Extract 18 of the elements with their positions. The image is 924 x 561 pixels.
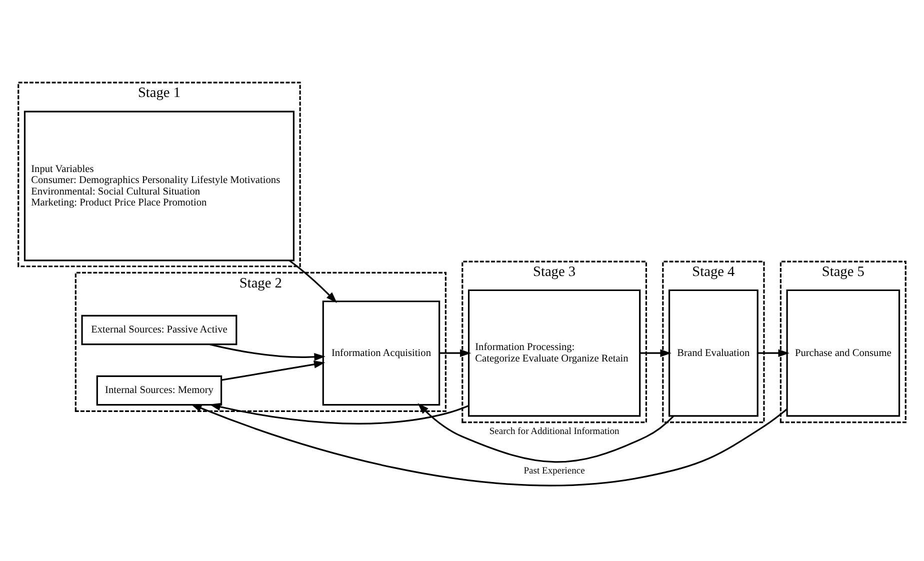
- edge-label: Past Experience: [524, 465, 585, 476]
- arrow: [209, 402, 469, 424]
- arrow: [210, 343, 326, 360]
- node-box: Information Acquisition: [322, 300, 440, 406]
- arrow: [439, 348, 472, 357]
- node-box: Internal Sources: Memory: [96, 374, 222, 406]
- node-box: Purchase and Consume: [786, 288, 900, 416]
- arrow: [418, 402, 674, 462]
- arrow: [640, 348, 672, 357]
- node-box: Brand Evaluation: [668, 288, 758, 416]
- arrow: [288, 259, 338, 302]
- node-box: Input Variables Consumer: Demographics Personality Lifestyle Motivations Environmental: Social Cultural Situation Marketing: Product Price Place Promotion: [24, 110, 294, 261]
- node-box: Information Processing: Categorize Evaluate Organize Retain: [468, 288, 641, 416]
- arrow: [221, 360, 326, 380]
- arrow: [758, 348, 790, 357]
- arrow: [190, 403, 788, 486]
- edge-label: Search for Additional Information: [489, 425, 620, 436]
- node-box: External Sources: Passive Active: [81, 314, 238, 345]
